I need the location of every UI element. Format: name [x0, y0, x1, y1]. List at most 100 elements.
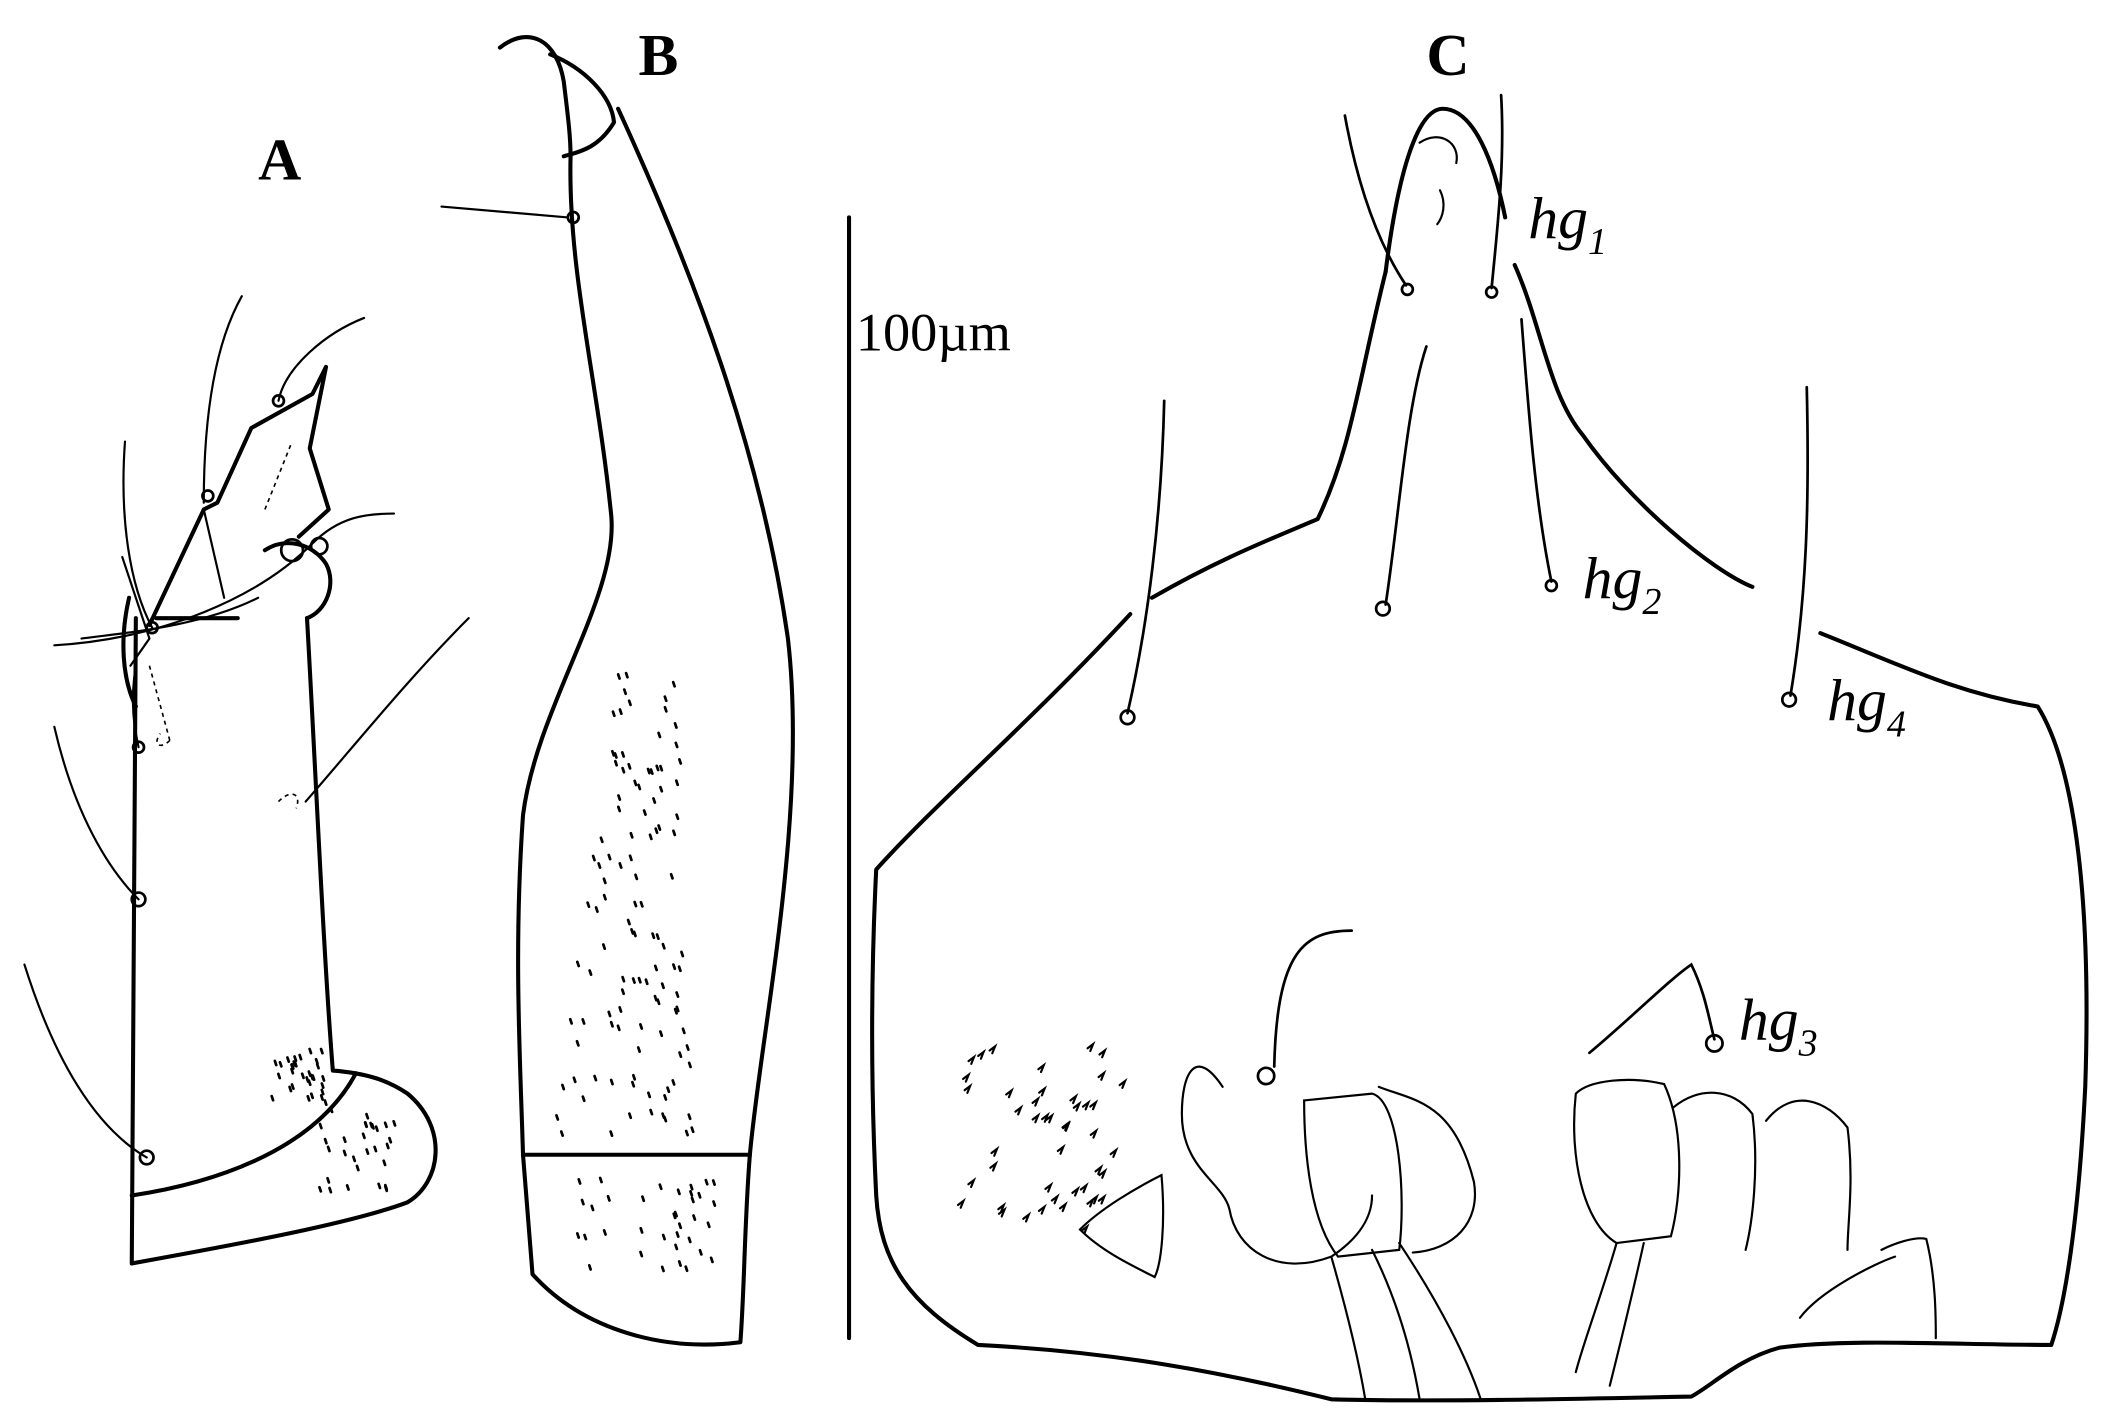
stipple-mark: [581, 1018, 586, 1025]
stipple-mark: [678, 1051, 683, 1058]
stipple-mark: [692, 1214, 697, 1221]
stipple-mark: [639, 1023, 644, 1030]
stipple-mark: [997, 1201, 1007, 1213]
stipple-mark: [306, 1094, 311, 1102]
stipple-mark: [655, 933, 660, 941]
stipple-mark: [672, 963, 677, 971]
stipple-mark: [326, 1145, 331, 1153]
stipple-mark: [655, 764, 660, 772]
stipple-mark: [990, 1145, 1000, 1157]
stipple-mark: [382, 1159, 387, 1167]
stipple-mark: [634, 873, 639, 881]
stipple-mark: [293, 1055, 298, 1062]
stipple-mark: [1086, 1041, 1096, 1053]
stipple-mark: [373, 1145, 378, 1153]
stipple-mark: [618, 1006, 623, 1013]
stipple-mark: [318, 1185, 323, 1193]
stipple-mark: [673, 1210, 678, 1218]
stipple-mark: [278, 1060, 283, 1068]
stipple-mark: [1118, 1077, 1128, 1089]
stipple-mark: [712, 1200, 717, 1207]
stipple-mark: [681, 1027, 686, 1035]
stipple-mark: [963, 1082, 973, 1094]
stipple-mark: [298, 1053, 303, 1061]
stipple-mark: [609, 1130, 614, 1138]
stipple-mark: [342, 1136, 347, 1144]
stipple-mark: [672, 1212, 677, 1220]
stipple-mark: [561, 1083, 566, 1091]
stipple-mark: [685, 1044, 690, 1051]
stipple-mark: [674, 779, 680, 787]
stipple-mark: [675, 1231, 680, 1238]
stipple-mark: [581, 1095, 586, 1103]
stipple-mark: [1038, 1085, 1048, 1097]
stipple-mark: [369, 1121, 374, 1129]
stipple-mark: [654, 827, 659, 835]
stipple-mark: [621, 975, 626, 983]
stipple-mark: [311, 1074, 316, 1082]
stipple-mark: [639, 1226, 644, 1234]
stipple-mark: [633, 900, 638, 908]
stipple-mark: [292, 1060, 297, 1067]
stipple-mark: [647, 1091, 652, 1099]
stipple-mark: [273, 1059, 278, 1067]
stipple-mark: [673, 722, 678, 729]
stipple-mark: [631, 1073, 637, 1081]
stipple-mark: [649, 1108, 654, 1116]
stipple-mark: [575, 1039, 580, 1047]
stipple-mark: [1037, 1061, 1047, 1074]
stipple-mark: [328, 1186, 333, 1194]
stipple-mark: [658, 1183, 663, 1191]
stipple-mark: [687, 1061, 692, 1069]
panel-b-label: B: [638, 22, 678, 88]
stipple-mark: [620, 751, 626, 758]
stipple-mark: [967, 1053, 977, 1065]
stipple-mark: [657, 824, 662, 831]
stipple-mark: [559, 1130, 565, 1137]
stipple-mark: [602, 1229, 607, 1236]
stipple-mark: [962, 1071, 972, 1083]
stipple-mark: [586, 901, 591, 909]
scale-bar: 100µm: [847, 215, 1011, 1341]
stipple-mark: [621, 766, 626, 774]
stipple-mark: [675, 813, 680, 821]
stipple-mark: [374, 1125, 379, 1133]
stipple-mark: [572, 1076, 577, 1084]
stipple-mark: [342, 1149, 347, 1157]
stipple-mark: [270, 1094, 275, 1102]
stipple-mark: [687, 1236, 692, 1244]
stipple-mark: [636, 1046, 641, 1053]
panel-a-stippling: [270, 1047, 397, 1194]
stipple-mark: [320, 1088, 325, 1096]
stipple-mark: [704, 1178, 709, 1186]
stipple-mark: [977, 1048, 987, 1060]
stipple-mark: [321, 1075, 326, 1082]
stipple-mark: [1089, 1127, 1099, 1139]
stipple-mark: [609, 1020, 614, 1028]
stipple-mark: [659, 1030, 664, 1038]
stipple-mark: [652, 797, 657, 804]
stipple-mark: [308, 1047, 313, 1055]
stipple-mark: [575, 960, 581, 968]
stipple-mark: [575, 1232, 581, 1239]
stipple-mark: [709, 1256, 714, 1264]
stipple-mark: [648, 833, 653, 841]
stipple-mark: [616, 673, 621, 680]
stipple-mark: [663, 705, 668, 713]
stipple-mark: [288, 1085, 293, 1093]
stipple-mark: [672, 829, 677, 837]
stipple-mark: [1031, 1112, 1041, 1124]
stipple-mark: [617, 794, 622, 801]
stipple-mark: [653, 994, 658, 1002]
stipple-mark: [384, 1185, 389, 1193]
stipple-mark: [641, 1195, 646, 1203]
stipple-mark: [588, 969, 593, 976]
stipple-mark: [618, 708, 623, 716]
stipple-mark: [613, 759, 619, 767]
stipple-mark: [626, 918, 631, 926]
stipple-mark: [630, 927, 635, 935]
stipple-mark: [677, 965, 682, 973]
stipple-mark: [300, 1072, 305, 1080]
stipple-mark: [1094, 1164, 1104, 1176]
stipple-mark: [599, 836, 604, 844]
